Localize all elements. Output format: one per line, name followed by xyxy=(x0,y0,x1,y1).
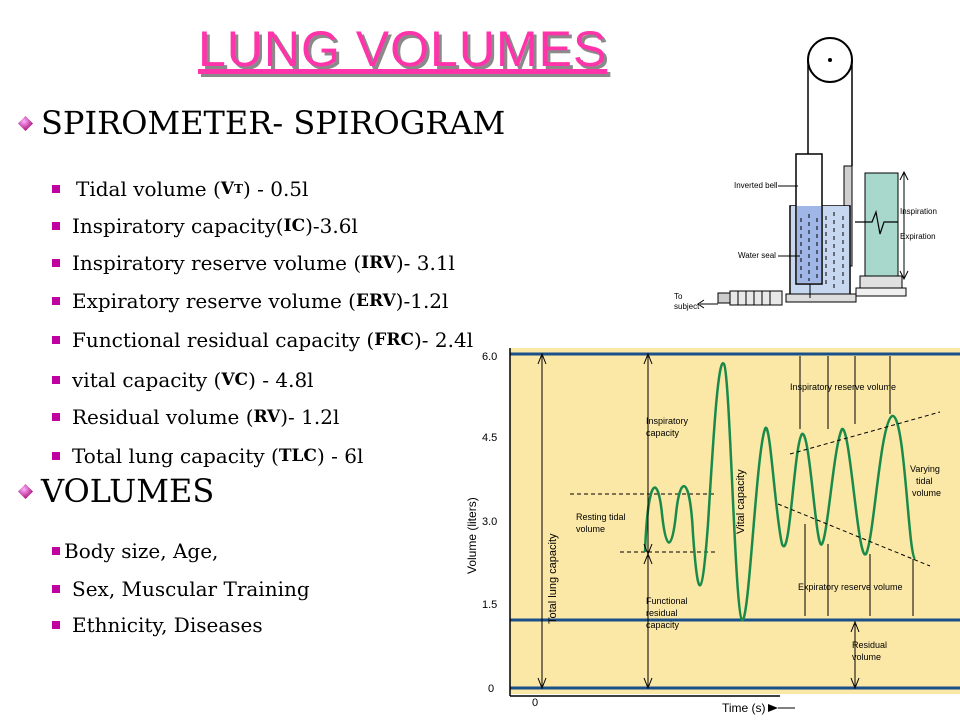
square-bullet-icon xyxy=(52,621,60,629)
square-bullet-icon xyxy=(52,452,60,460)
list-item: Ethnicity, Diseases xyxy=(52,613,263,637)
inspiratory-capacity-label: capacity xyxy=(646,428,680,438)
y-tick: 3.0 xyxy=(482,516,497,528)
spirogram-chart: 6.0 4.5 3.0 1.5 0 0 Time (s) Volume (lit… xyxy=(465,348,960,715)
inspiratory-capacity-label: Inspiratory xyxy=(646,416,689,426)
x-axis-label: Time (s) xyxy=(722,701,766,715)
frc-label: capacity xyxy=(646,620,680,630)
varying-tidal-label: tidal xyxy=(916,476,933,486)
to-label: To xyxy=(674,292,683,301)
list-item: Inspiratory reserve volume (IRV)- 3.1l xyxy=(52,251,455,275)
water-seal-label: Water seal xyxy=(738,251,776,260)
y-tick: 4.5 xyxy=(482,432,497,444)
irv-label: Inspiratory reserve volume xyxy=(790,382,896,392)
subject-label: subject xyxy=(674,302,700,311)
square-bullet-icon xyxy=(52,585,60,593)
square-bullet-icon xyxy=(52,547,60,555)
square-bullet-icon xyxy=(52,297,60,305)
list-item: Sex, Muscular Training xyxy=(52,577,310,601)
square-bullet-icon xyxy=(52,185,60,193)
square-bullet-icon xyxy=(52,413,60,421)
square-bullet-icon xyxy=(52,376,60,384)
varying-tidal-label: Varying xyxy=(910,464,940,474)
rv-label: volume xyxy=(852,652,881,662)
square-bullet-icon xyxy=(52,259,60,267)
vital-capacity-label: Vital capacity xyxy=(735,469,747,534)
y-tick: 0 xyxy=(488,683,494,695)
page-title: LUNG VOLUMES xyxy=(198,21,608,77)
frc-label: Functional xyxy=(646,596,688,606)
spirogram-curve xyxy=(643,362,917,622)
section-heading-volumes: VOLUMES xyxy=(18,472,214,510)
erv-label: Expiratory reserve volume xyxy=(798,582,903,592)
diamond-bullet-icon xyxy=(18,115,33,131)
rv-label: Residual xyxy=(852,640,887,650)
list-item: Inspiratory capacity(IC)-3.6l xyxy=(52,214,358,238)
diamond-bullet-icon xyxy=(18,483,33,499)
list-item: Expiratory reserve volume (ERV)-1.2l xyxy=(52,289,448,313)
expiration-label: Expiration xyxy=(900,232,936,241)
list-item: Functional residual capacity (FRC)- 2.4l xyxy=(52,328,473,352)
frc-label: residual xyxy=(646,608,678,618)
total-lung-capacity-label: Total lung capacity xyxy=(547,533,559,624)
section-heading-spirometer: SPIROMETER- SPIROGRAM xyxy=(18,104,505,142)
resting-tidal-label: Resting tidal xyxy=(576,512,626,522)
list-item: Body size, Age, xyxy=(52,539,218,563)
inspiration-label: Inspiration xyxy=(900,207,937,216)
inverted-bell-label: Inverted bell xyxy=(734,181,778,190)
y-tick: 6.0 xyxy=(482,351,497,363)
list-item: Total lung capacity (TLC) - 6l xyxy=(52,444,363,468)
square-bullet-icon xyxy=(52,336,60,344)
resting-tidal-label: volume xyxy=(576,524,605,534)
y-axis-label: Volume (liters) xyxy=(465,497,479,574)
varying-tidal-label: volume xyxy=(912,488,941,498)
square-bullet-icon xyxy=(52,222,60,230)
list-item: vital capacity (VC) - 4.8l xyxy=(52,368,314,392)
list-item: Residual volume (RV)- 1.2l xyxy=(52,405,339,429)
spirometer-diagram: Inspiration Expiration To subject Invert… xyxy=(674,37,937,311)
x-origin: 0 xyxy=(532,697,538,709)
section-heading-text: VOLUMES xyxy=(41,472,215,510)
recording-drum xyxy=(864,172,899,279)
y-tick: 1.5 xyxy=(482,599,497,611)
section-heading-text: SPIROMETER- SPIROGRAM xyxy=(41,104,506,142)
